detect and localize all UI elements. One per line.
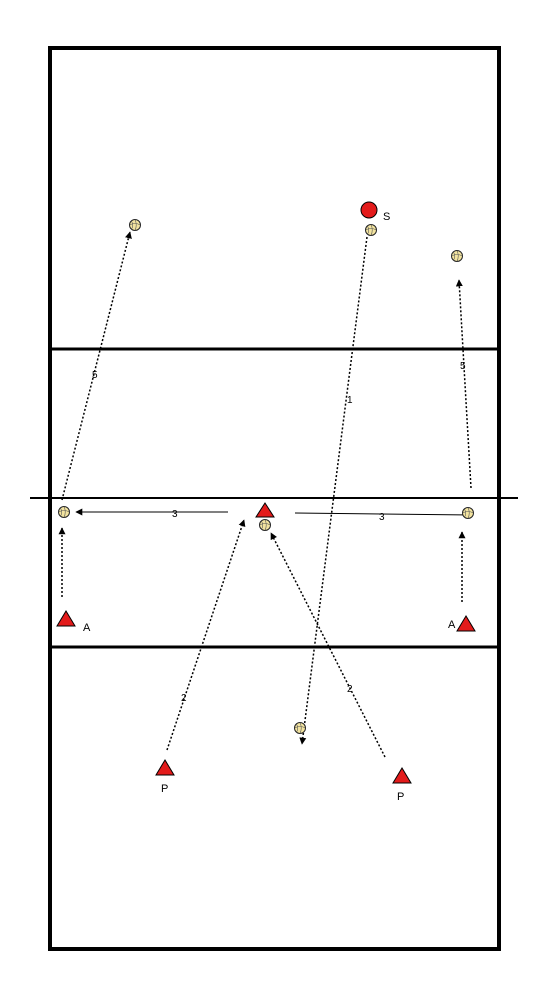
set-right-path [294,511,473,519]
pass-right-path-number: 2 [347,684,353,695]
ball-icon [462,507,474,519]
ball-icon [294,722,306,734]
passer-left-cone-icon [155,759,175,776]
ball-icon [365,224,377,236]
center-player-cone-icon [255,502,275,518]
setter-label: S [383,211,390,223]
passer-right-label: P [397,791,404,803]
attack-right-path-number: 5 [460,361,466,372]
attack-left-path-number: 5 [92,370,98,381]
serve-path-number: 1 [347,395,353,406]
passer-right-cone-icon [392,767,412,784]
pass-right-path [270,532,386,758]
pass-left-path [166,519,246,751]
pass-left-path-number: 2 [181,693,187,704]
ball-icon [451,250,463,262]
ball-icon [58,506,70,518]
attacker-left-label: A [83,622,91,634]
attacker-right-label: A [448,619,456,631]
passer-left-label: P [161,783,168,795]
setter-marker [360,201,378,219]
ball-icon [129,219,141,231]
attacker-left-cone-icon [56,610,76,627]
set-left-path-number: 3 [172,509,178,520]
attack-right-path [455,279,472,489]
serve-path [299,236,368,745]
attack-left-path [61,231,132,501]
set-right-path-number: 3 [379,512,385,523]
ball-icon [259,519,271,531]
attacker-right-cone-icon [456,615,476,632]
